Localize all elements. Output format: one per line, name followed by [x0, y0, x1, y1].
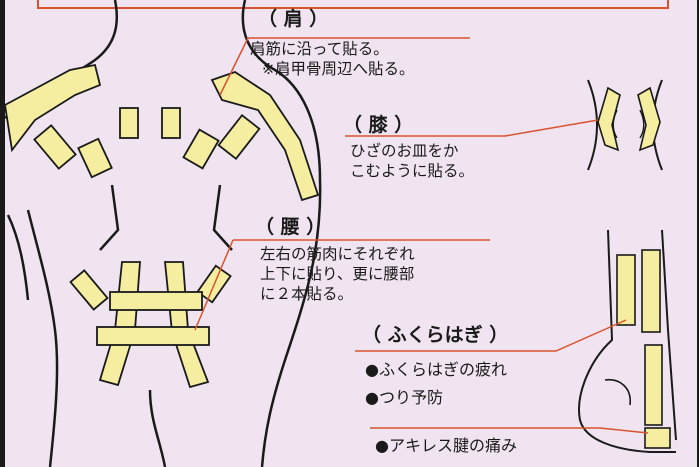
- shoulder-line-1: 肩筋に沿って貼る。: [250, 40, 389, 58]
- knee-line-1: ひざのお皿をか: [350, 142, 459, 160]
- shoulder-heading: （ 肩 ）: [258, 8, 329, 30]
- callout-lines: [194, 37, 649, 434]
- calf-heading: （ ふくらはぎ ）: [362, 324, 509, 346]
- waist-line-1: 左右の筋肉にそれぞれ: [260, 245, 415, 263]
- shoulder-tapes: [4, 63, 320, 202]
- waist-line-3: に２本貼る。: [260, 285, 354, 303]
- knee-line-2: こむように貼る。: [350, 162, 475, 180]
- waist-heading: （ 腰 ）: [255, 216, 326, 238]
- calf-item-achilles: ●アキレス腱の痛み: [375, 436, 517, 455]
- knee-figure: [587, 79, 663, 171]
- waist-tapes: [69, 261, 232, 389]
- waist-line-2: 上下に貼り、更に腰部: [260, 265, 415, 283]
- shoulder-line-2: ※肩甲骨周辺へ貼る。: [262, 60, 415, 78]
- calf-item-fatigue: ●ふくらはぎの疲れ: [365, 360, 507, 379]
- knee-heading: （ 膝 ）: [343, 114, 414, 136]
- calf-figure: [578, 229, 677, 453]
- calf-item-cramp: ●つり予防: [365, 388, 443, 407]
